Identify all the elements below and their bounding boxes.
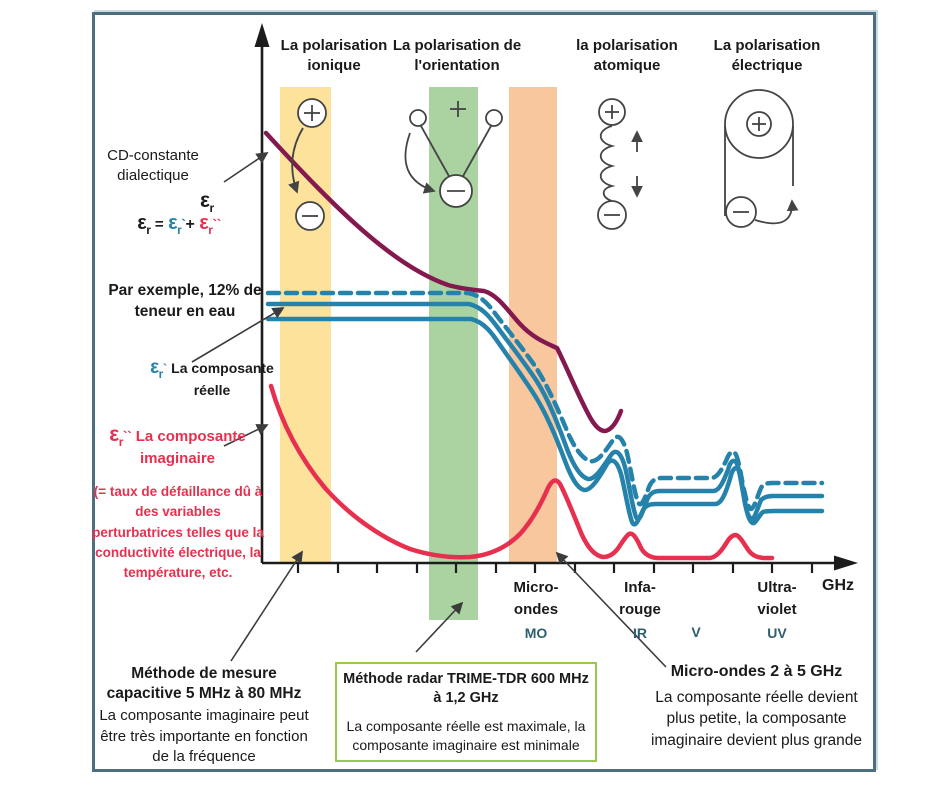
header-electric-polarization: La polarisation électrique	[713, 37, 821, 75]
y-axis	[254, 23, 270, 563]
curve-dielectric-constant	[263, 130, 624, 434]
header-ionic-polarization: La polarisation ionique	[280, 37, 388, 75]
outer-frame	[92, 12, 876, 772]
microwave-band	[509, 87, 557, 563]
water-content-label: Par exemple, 12% de teneur en eau	[108, 282, 262, 320]
real-component-label: εr` La composante réelle	[150, 357, 274, 398]
electric-polarization-icon	[724, 89, 799, 228]
annotation-arrows	[191, 151, 667, 668]
epsilon-formula: εr = εr`+ εr``	[137, 212, 221, 237]
curve-real-dashed	[265, 290, 825, 512]
curve-imaginary	[268, 383, 775, 561]
y-axis-symbol: εr	[200, 189, 214, 216]
curve-real-lower	[265, 316, 825, 527]
orientation-band	[429, 87, 478, 620]
header-atomic-polarization: la polarisation atomique	[576, 37, 678, 75]
axis-label-infrared: Infa- rouge IR	[619, 579, 661, 641]
orientation-polarization-icon	[404, 101, 503, 208]
header-orientation-polarization: La polarisation de l'orientation	[392, 37, 522, 75]
axis-label-ultraviolet: Ultra- violet UV	[757, 579, 797, 641]
ionic-polarization-icon	[288, 98, 327, 231]
cd-dielectric-label: CD-constante dialectique	[107, 147, 199, 184]
imaginary-component-note: (= taux de défaillance dû à des variable…	[92, 484, 264, 580]
x-axis-ticks	[296, 563, 814, 573]
x-axis	[262, 555, 858, 573]
axis-unit-label: GHz	[822, 577, 854, 594]
radar-method-note: Méthode radar TRIME-TDR 600 MHz à 1,2 GH…	[335, 662, 597, 763]
microwave-range-note: Micro-ondes 2 à 5 GHz La composante réel…	[650, 663, 863, 750]
axis-label-microwave: Micro- ondes MO	[513, 579, 559, 641]
atomic-polarization-icon	[597, 98, 643, 230]
axis-label-visible: V	[691, 624, 701, 640]
imaginary-component-label: εr`` La composante imaginaire	[109, 423, 246, 468]
capacitive-method-note: Méthode de mesure capacitive 5 MHz à 80 …	[99, 665, 309, 765]
